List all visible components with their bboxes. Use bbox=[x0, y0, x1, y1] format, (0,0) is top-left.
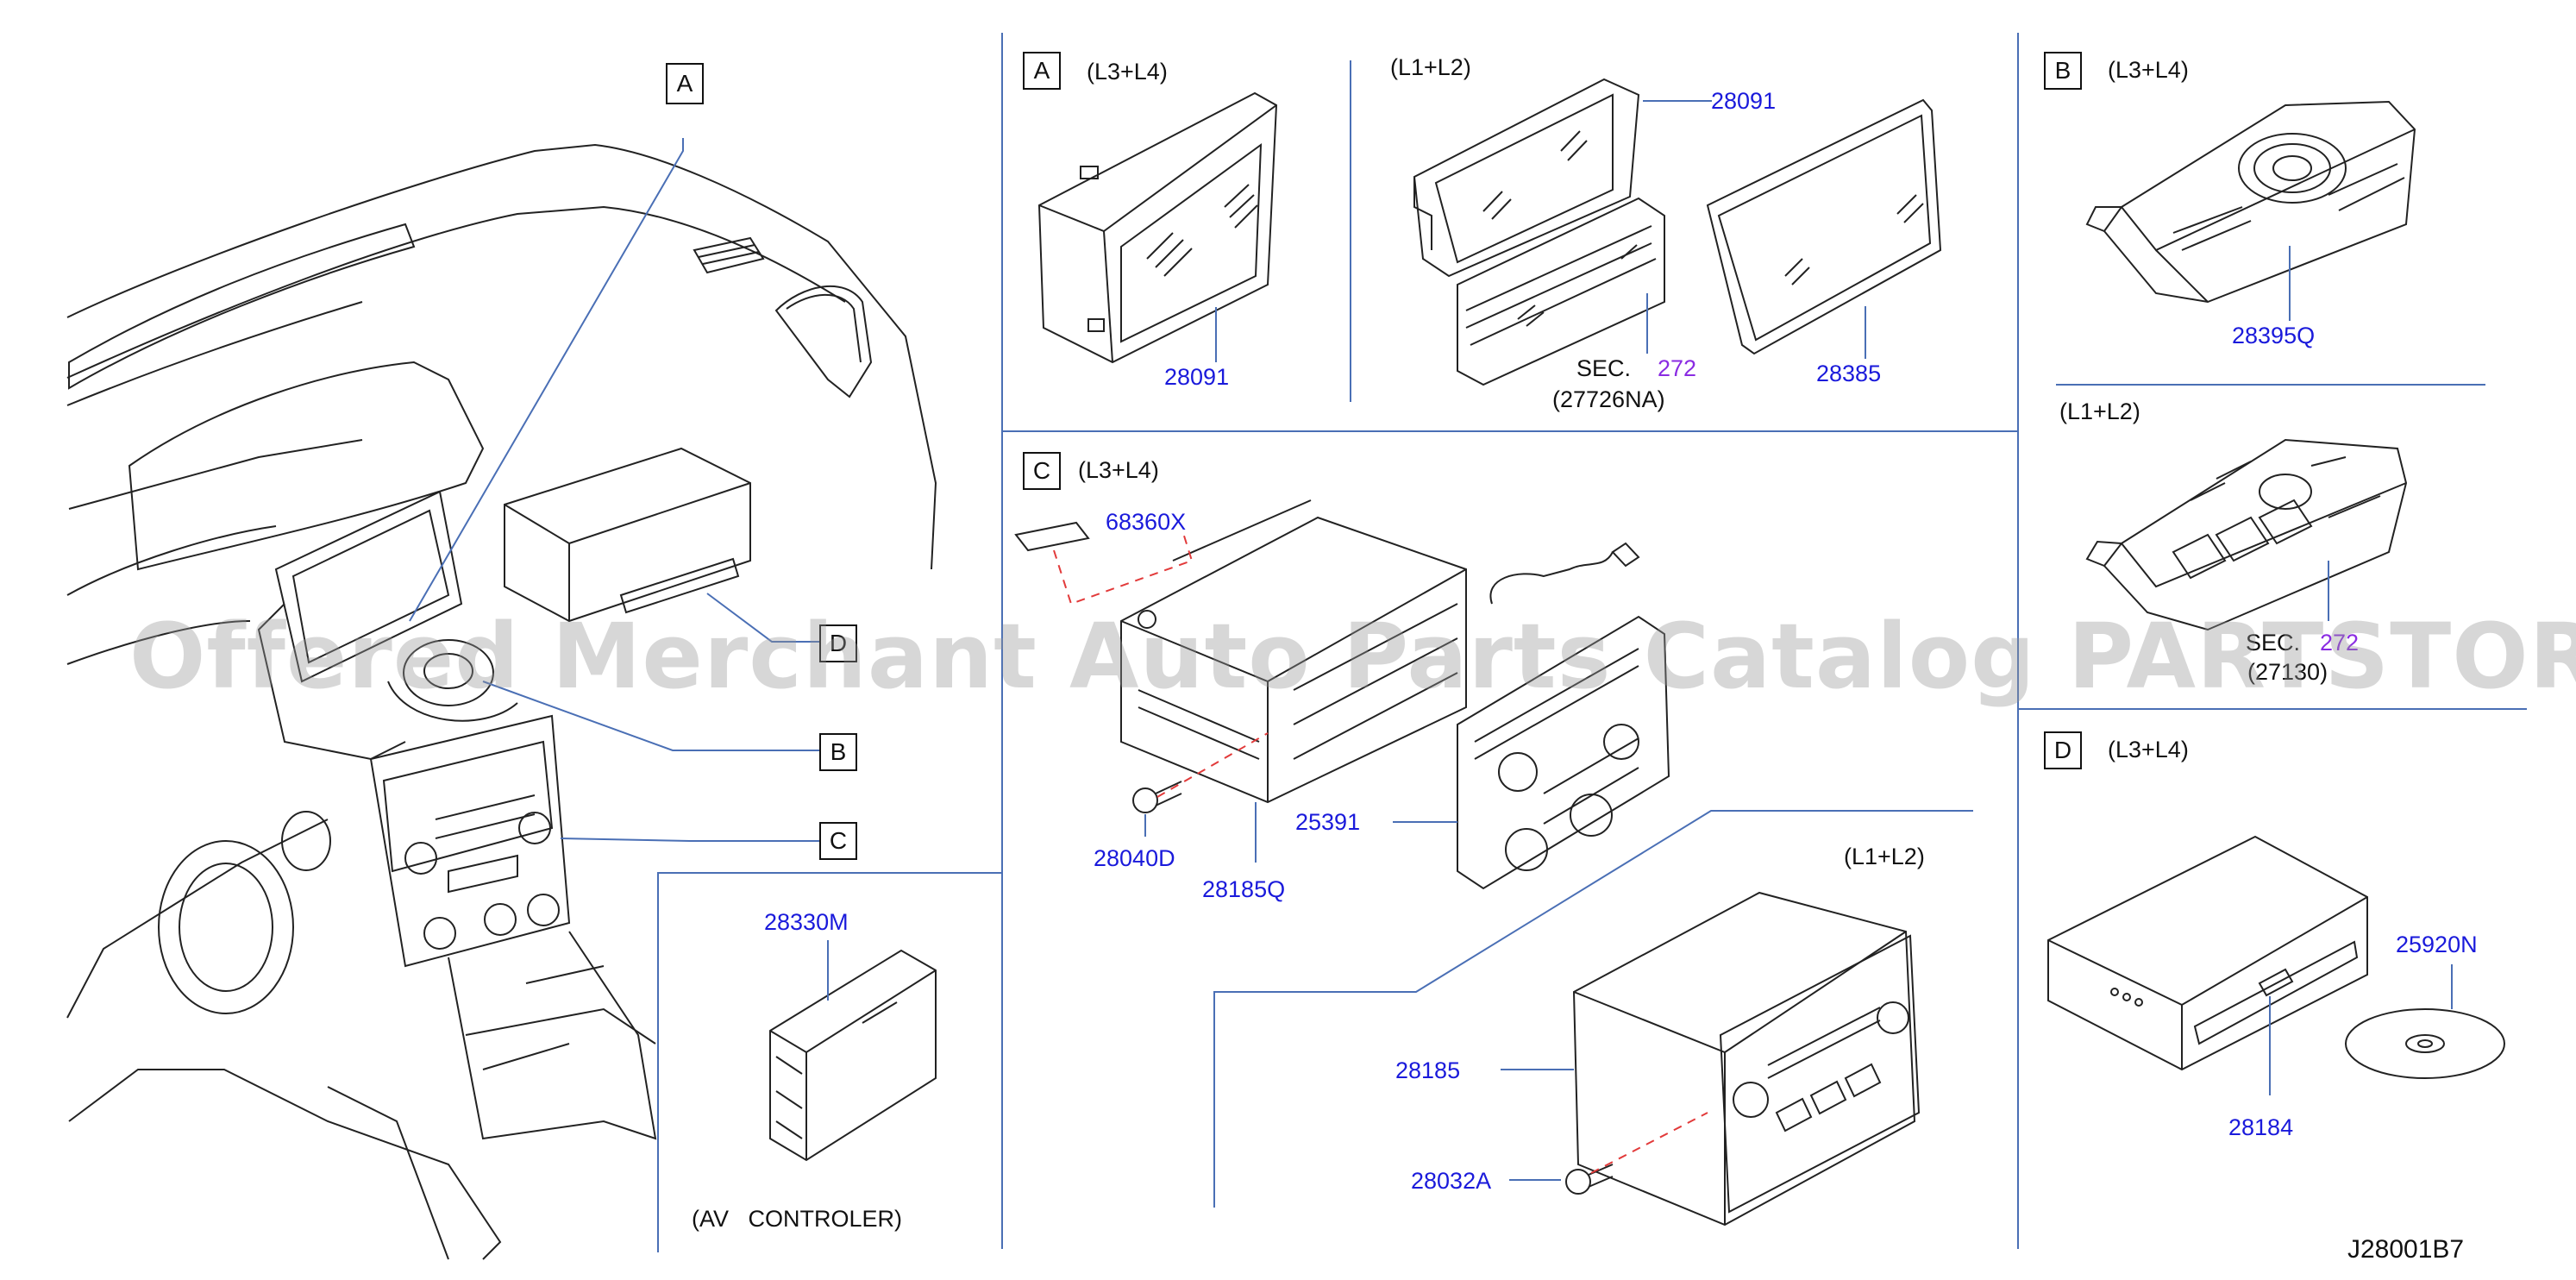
overview-leaders bbox=[409, 138, 819, 842]
panel-dividers bbox=[657, 33, 2527, 1252]
panel-b-drawing bbox=[2085, 100, 2416, 631]
panel-d-leaders bbox=[2269, 964, 2453, 1095]
sec-272-b-number[interactable]: 272 bbox=[2320, 630, 2360, 656]
part-28091-right[interactable]: 28091 bbox=[1711, 88, 1777, 114]
panel-c-guides bbox=[1053, 532, 1708, 1174]
panel-a-leaders bbox=[1215, 100, 1866, 362]
panel-b-leaders bbox=[2289, 246, 2329, 621]
sec-272-label: SEC. bbox=[1576, 355, 1632, 381]
panel-a-drawing bbox=[1037, 78, 1942, 386]
part-28330M[interactable]: 28330M bbox=[764, 909, 849, 935]
callout-box-b: B bbox=[819, 733, 857, 771]
panel-b-variant-top: (L3+L4) bbox=[2108, 57, 2189, 83]
panel-b-variant-bottom: (L1+L2) bbox=[2059, 398, 2140, 424]
panel-c-drawing bbox=[1014, 499, 1921, 1227]
part-28040D[interactable]: 28040D bbox=[1094, 845, 1175, 871]
av-controller-drawing bbox=[769, 949, 937, 1162]
sec-272-b-reference: (27130) bbox=[2247, 659, 2328, 685]
panel-a-variant-left: (L3+L4) bbox=[1087, 59, 1168, 85]
part-25920N[interactable]: 25920N bbox=[2396, 932, 2478, 957]
sec-272-number[interactable]: 272 bbox=[1658, 355, 1697, 381]
panel-b-letter: B bbox=[2044, 52, 2082, 90]
watermark: Offered Merchant Auto Parts Catalog PART… bbox=[129, 604, 2576, 709]
panel-c-leaders bbox=[1144, 802, 1574, 1181]
part-28185Q[interactable]: 28185Q bbox=[1202, 876, 1286, 902]
panel-a-variant-right: (L1+L2) bbox=[1390, 54, 1471, 80]
sec-272-reference: (27726NA) bbox=[1552, 386, 1665, 412]
part-28184[interactable]: 28184 bbox=[2228, 1114, 2294, 1140]
dashboard-drawing bbox=[66, 143, 937, 1260]
part-28395Q[interactable]: 28395Q bbox=[2232, 323, 2316, 348]
part-28185[interactable]: 28185 bbox=[1395, 1057, 1461, 1083]
panel-c-letter: C bbox=[1023, 452, 1061, 490]
av-controller-caption: (AV CONTROLER) bbox=[692, 1206, 903, 1232]
diagram-code: J28001B7 bbox=[2347, 1235, 2465, 1264]
panel-d-letter: D bbox=[2044, 731, 2082, 769]
part-25391[interactable]: 25391 bbox=[1295, 809, 1361, 835]
part-68360X[interactable]: 68360X bbox=[1106, 509, 1187, 535]
callout-box-a: A bbox=[666, 63, 704, 104]
part-28385[interactable]: 28385 bbox=[1816, 361, 1882, 386]
part-28032A[interactable]: 28032A bbox=[1411, 1168, 1492, 1194]
panel-a-letter: A bbox=[1023, 52, 1061, 90]
panel-c-variant-top: (L3+L4) bbox=[1078, 457, 1159, 483]
panel-c-variant-bottom: (L1+L2) bbox=[1844, 844, 1925, 869]
callout-box-d: D bbox=[819, 624, 857, 662]
panel-d-variant: (L3+L4) bbox=[2108, 737, 2189, 762]
sec-272-b-label: SEC. bbox=[2246, 630, 2301, 656]
callout-box-c: C bbox=[819, 822, 857, 860]
panel-d-drawing bbox=[2047, 835, 2505, 1079]
part-28091-left[interactable]: 28091 bbox=[1164, 364, 1230, 390]
